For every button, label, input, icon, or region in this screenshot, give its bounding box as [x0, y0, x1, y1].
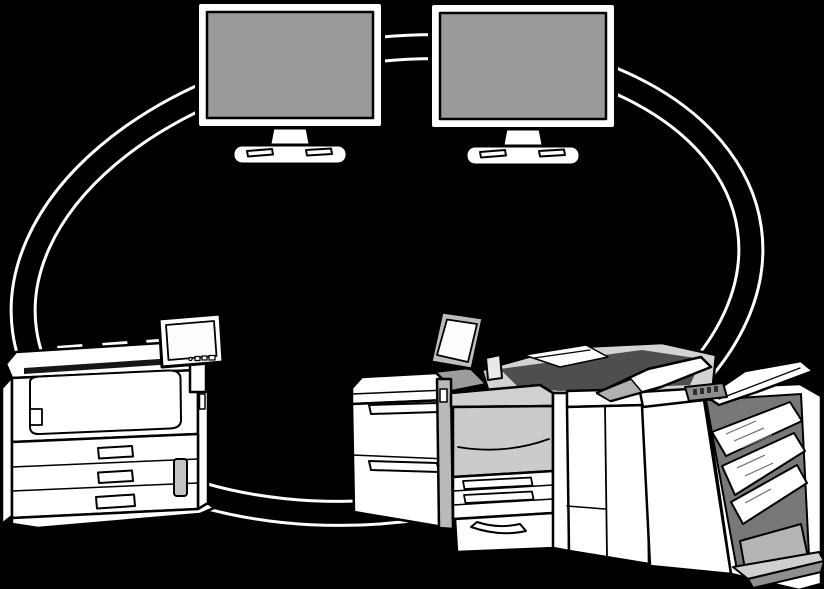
front-label: [29, 408, 43, 426]
front-cover-panel: [29, 369, 182, 436]
junction-strip: [435, 377, 455, 531]
strip-tag: [439, 388, 448, 403]
blade-tray-line: [718, 367, 801, 400]
module-drawer-divider: [351, 454, 449, 460]
top-side-tray-shade: [596, 378, 643, 402]
touchscreen-screen: [436, 318, 478, 363]
wide-format-printer: [0, 312, 225, 530]
paper-edge-line: [533, 349, 591, 359]
thin-drawer-handle: [462, 476, 534, 490]
drawer-handle-1: [97, 445, 134, 460]
side-latch: [198, 393, 206, 410]
cap-seam: [351, 389, 448, 395]
drawer-divider: [11, 458, 199, 468]
stacker-tray-2: [721, 432, 806, 496]
drawer-divider: [11, 482, 199, 492]
thin-drawer-line: [452, 498, 554, 506]
panel-power-button: [188, 356, 193, 362]
control-strip-ticks: [693, 386, 718, 395]
output-tray-top: [732, 551, 824, 580]
tray-hatch: [736, 454, 774, 477]
door-swoosh-line: [457, 438, 550, 451]
media-slot: [24, 357, 190, 374]
stacker-tray-1: [711, 401, 803, 457]
thin-drawer-handle: [463, 490, 535, 504]
module-drawer-handle-1: [368, 402, 440, 415]
printer-base: [10, 501, 216, 530]
output-tray-front: [747, 560, 824, 589]
production-printer: [350, 310, 824, 589]
printer-left-side: [0, 375, 14, 526]
interface-module-body: [565, 403, 651, 566]
engine-front-door: [451, 404, 555, 479]
accent-strip: [173, 458, 188, 497]
module-seam-vertical: [604, 405, 608, 558]
thin-drawer-line: [452, 484, 554, 492]
bottom-drawer-handle: [470, 521, 527, 535]
module-seam-horizontal: [566, 505, 606, 510]
drawer-handle-3: [95, 493, 136, 510]
control-panel-screen: [165, 320, 218, 361]
finisher: [595, 355, 824, 589]
tray-hatch: [725, 420, 773, 449]
finisher-control-strip: [684, 382, 728, 402]
drawer-handle-2: [97, 469, 134, 484]
module-drawer-handle-2: [368, 460, 440, 473]
stacker-tray-3: [730, 464, 808, 525]
panel-buttons: [194, 354, 216, 362]
feeder-guide: [485, 354, 503, 381]
tray-hatch: [744, 488, 772, 504]
